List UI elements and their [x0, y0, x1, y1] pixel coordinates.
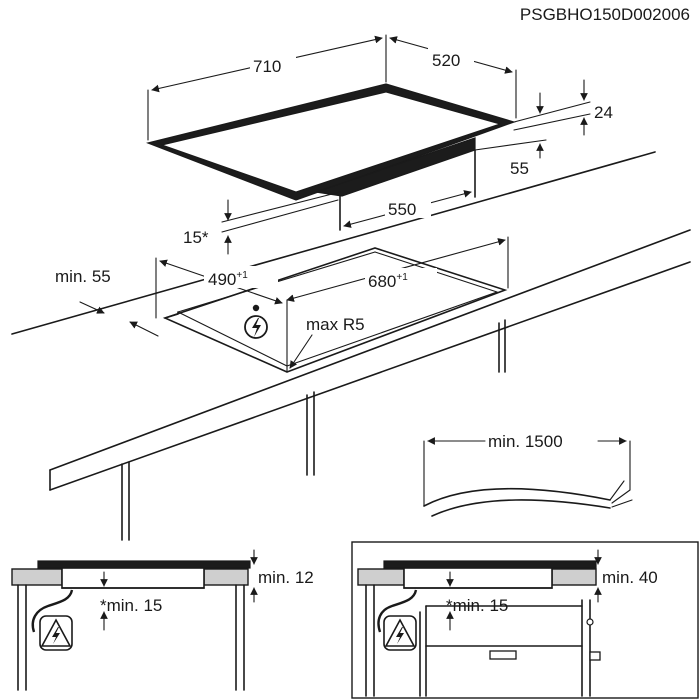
drawing-code: PSGBHO150D002006	[520, 5, 690, 24]
left-clearance-top-label: min. 12	[258, 568, 314, 587]
body-width-dimension: 550	[343, 190, 472, 228]
hob-width-dimension: 710	[147, 34, 387, 141]
hob-thickness-dimension: 24	[513, 79, 613, 136]
hob-width-label: 710	[253, 57, 281, 76]
right-clearance-below-label: *min. 15	[446, 596, 508, 615]
power-cable: min. 1500	[423, 432, 633, 517]
front-to-body-label: 55	[510, 159, 529, 178]
hob-thickness-label: 24	[594, 103, 613, 122]
cutout-depth-dimension: 490+1	[155, 257, 288, 373]
hob-depth-dimension: 520	[389, 36, 517, 119]
edge-tolerance-dimension: 15*	[183, 191, 341, 255]
cabinet-legs	[121, 319, 506, 541]
edge-tolerance-label: 15*	[183, 228, 209, 247]
detail-right: *min. 15 min. 40	[357, 549, 658, 697]
cutout-width-dimension: 680+1	[286, 236, 509, 302]
min-front-dimension: min. 55	[55, 267, 159, 337]
cutout-depth-label: 490+1	[208, 270, 248, 289]
min-front-label: min. 55	[55, 267, 111, 286]
cable-length-label: min. 1500	[488, 432, 563, 451]
left-clearance-below-label: *min. 15	[100, 596, 162, 615]
hob	[146, 83, 516, 231]
right-clearance-top-label: min. 40	[602, 568, 658, 587]
body-width-label: 550	[388, 200, 416, 219]
electric-hazard-icon	[244, 304, 268, 339]
radius-annotation: max R5	[289, 315, 365, 369]
hob-depth-label: 520	[432, 51, 460, 70]
electric-hazard-icon	[383, 615, 417, 651]
electric-hazard-icon	[39, 615, 73, 651]
front-to-body-dimension: 55	[474, 139, 547, 178]
detail-right-frame	[351, 541, 699, 699]
radius-label: max R5	[306, 315, 365, 334]
detail-left: *min. 15 min. 12	[11, 549, 314, 691]
cutout-width-label: 680+1	[368, 272, 408, 291]
